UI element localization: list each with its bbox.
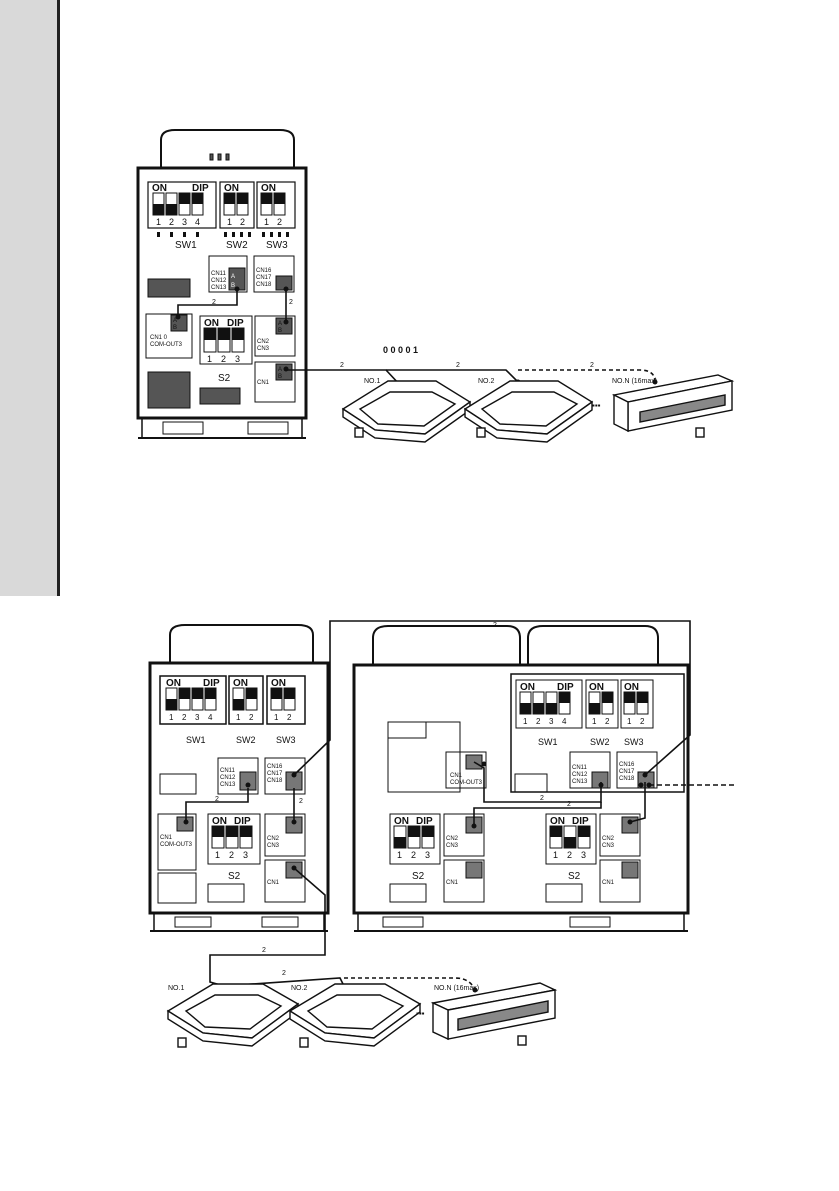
a-label: A xyxy=(231,274,235,280)
b-label: B xyxy=(231,283,235,289)
cn11-panel xyxy=(208,255,248,293)
sw3-pos: 2 xyxy=(277,217,282,227)
terminal-block xyxy=(147,278,191,298)
page-side-tab xyxy=(0,0,57,596)
s2-dip-on: ON xyxy=(204,318,219,329)
unit-label-no1: NO.1 xyxy=(364,378,380,385)
cn11-label: CN11 xyxy=(211,271,227,277)
sw2-pos: 1 xyxy=(227,217,232,227)
indoor-unit-cassette xyxy=(341,380,472,443)
s2-label: S2 xyxy=(218,373,231,384)
cn2-label: CN2 xyxy=(257,339,270,345)
dip-on-label: ON xyxy=(152,183,167,194)
side-tab-rule xyxy=(57,0,60,596)
bus-wire xyxy=(386,369,519,383)
sw1-label: SW1 xyxy=(175,240,197,251)
bus-wire xyxy=(286,369,401,386)
sw1-pos: 2 xyxy=(169,217,174,227)
cn1-label: CN1 xyxy=(257,380,270,386)
cn17-label: CN17 xyxy=(256,275,272,281)
cn1-panel xyxy=(254,361,296,403)
s2-pos: 3 xyxy=(235,354,240,364)
terminal-block xyxy=(147,371,191,409)
s2-pos: 2 xyxy=(221,354,226,364)
b-label: B xyxy=(278,328,282,334)
cn16-label: CN16 xyxy=(256,268,272,274)
sw1-pos: 3 xyxy=(182,217,187,227)
bus-wire xyxy=(177,290,238,316)
a-label: A xyxy=(173,318,177,324)
outdoor-unit-fan-cover xyxy=(160,129,295,168)
cn2-panel xyxy=(254,315,296,357)
s2-dip: DIP xyxy=(227,318,244,329)
cn10-label: CN1 0 xyxy=(150,335,168,341)
cn18-label: CN18 xyxy=(256,282,272,288)
outdoor-unit-base xyxy=(141,417,303,439)
sw1-box xyxy=(147,181,217,229)
comout3-label: COM-OUT3 xyxy=(150,342,183,348)
dots-label: 0 0 0 0 1 xyxy=(383,345,418,355)
wire-mark: 2 xyxy=(340,362,344,369)
unit-label-non: NO.N (16max) xyxy=(612,378,657,385)
wire-mark: 2 xyxy=(289,299,293,306)
dip-label: DIP xyxy=(192,183,209,194)
sw1-pos: 4 xyxy=(195,217,200,227)
cn3-label: CN3 xyxy=(257,346,270,352)
sw3-box xyxy=(256,181,296,229)
s2-panel xyxy=(199,315,253,365)
comout-panel xyxy=(145,313,193,359)
b-label: B xyxy=(173,325,177,331)
dip-on-label: ON xyxy=(224,183,239,194)
terminal-block xyxy=(199,387,241,405)
dip-on-label: ON xyxy=(261,183,276,194)
indoor-unit-cassette xyxy=(463,380,594,443)
cn12-label: CN12 xyxy=(211,278,227,284)
sw1-pos: 1 xyxy=(156,217,161,227)
a-label: A xyxy=(278,321,282,327)
sw3-pos: 1 xyxy=(264,217,269,227)
b-label: B xyxy=(278,374,282,380)
sw2-pos: 2 xyxy=(240,217,245,227)
wire-mark: 2 xyxy=(456,362,460,369)
unit-label-no2: NO.2 xyxy=(478,378,494,385)
ellipsis: ▪▪▪ xyxy=(592,401,601,410)
sw2-box xyxy=(219,181,255,229)
s2-pos: 1 xyxy=(207,354,212,364)
cn13-label: CN13 xyxy=(211,285,227,291)
wire-mark: 2 xyxy=(212,299,216,306)
indoor-unit-ducted xyxy=(611,374,735,438)
cn16-panel xyxy=(253,255,295,293)
a-label: A xyxy=(278,367,282,373)
sw3-label: SW3 xyxy=(266,240,288,251)
sw2-label: SW2 xyxy=(226,240,248,251)
wire-mark: 2 xyxy=(590,362,594,369)
